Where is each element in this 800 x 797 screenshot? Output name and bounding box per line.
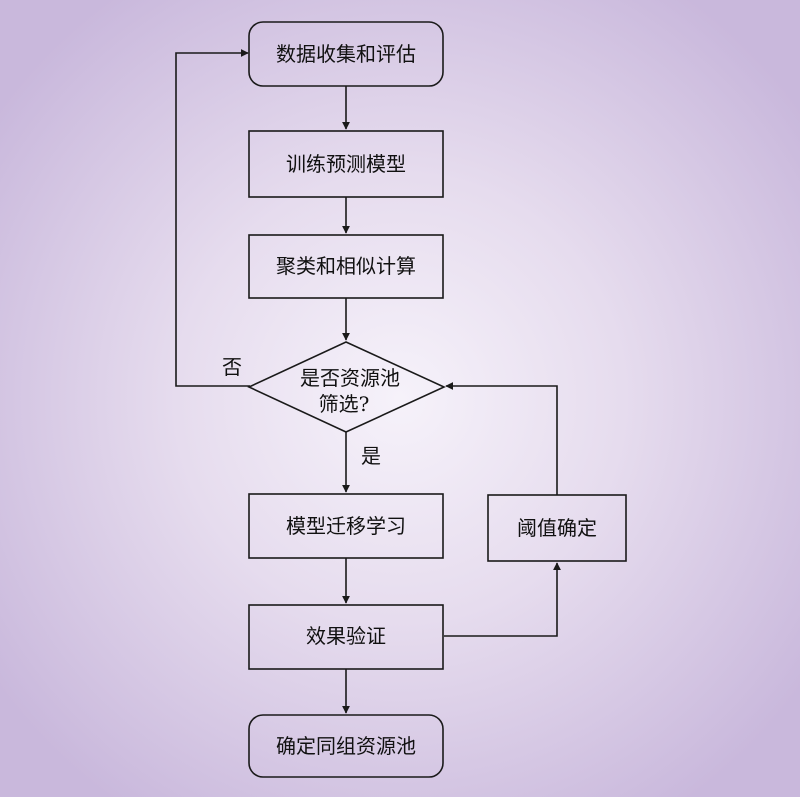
edge-label-yes: 是 <box>361 444 381 468</box>
node-collect: 数据收集和评估 <box>248 21 444 87</box>
node-threshold: 阈值确定 <box>487 494 627 562</box>
node-decision-label-line1: 是否资源池 <box>300 366 400 390</box>
node-decision-label-line2: 筛选? <box>319 392 370 416</box>
node-cluster: 聚类和相似计算 <box>248 234 444 299</box>
node-verify-label: 效果验证 <box>306 624 386 648</box>
node-collect-label: 数据收集和评估 <box>276 42 416 66</box>
node-train-label: 训练预测模型 <box>286 152 406 176</box>
edge-decision-no-loop <box>175 49 250 387</box>
node-final-label: 确定同组资源池 <box>276 734 416 758</box>
node-verify: 效果验证 <box>248 604 444 670</box>
edge-label-no: 否 <box>222 355 242 379</box>
edge-threshold-to-decision <box>445 382 558 495</box>
node-decision: 是否资源池 筛选? <box>247 341 446 433</box>
edge-verify-to-threshold <box>444 562 561 637</box>
node-transfer: 模型迁移学习 <box>248 493 444 559</box>
node-transfer-label: 模型迁移学习 <box>286 514 406 538</box>
node-train: 训练预测模型 <box>248 130 444 198</box>
node-cluster-label: 聚类和相似计算 <box>276 254 416 278</box>
node-final: 确定同组资源池 <box>248 714 444 778</box>
node-threshold-label: 阈值确定 <box>517 516 597 540</box>
